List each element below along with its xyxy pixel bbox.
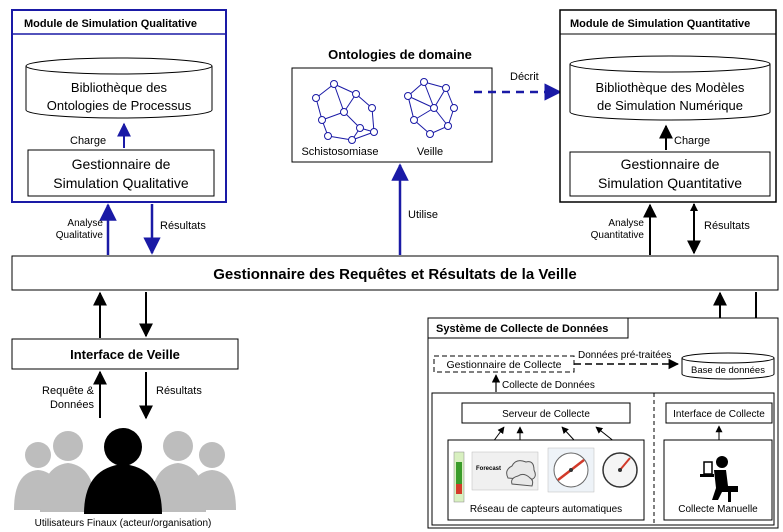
quant-manager-line1: Gestionnaire de — [621, 156, 720, 172]
utilise-label: Utilise — [408, 209, 438, 221]
collection-interface — [665, 402, 773, 424]
compass-gauge-icon — [547, 447, 595, 493]
module-quantitative: Module de Simulation Quantitative Biblio… — [559, 9, 777, 203]
forecast-label: Forecast — [476, 466, 501, 472]
data-collection-system: Système de Collecte de Données Gestionna… — [427, 317, 779, 529]
person-at-computer-icon — [700, 456, 738, 502]
thermometer-icon — [453, 451, 465, 503]
analysis-quant-line2: Quantitative — [591, 230, 645, 241]
interface-results-label: Résultats — [156, 385, 202, 397]
forecast-cloud-icon: Forecast — [471, 451, 539, 491]
analysis-qual-line1: Analyse — [67, 218, 103, 229]
module-qualitative-title: Module de Simulation Qualitative — [24, 18, 197, 30]
analysis-qual-line2: Qualitative — [56, 230, 104, 241]
domain-ontologies: Ontologies de domaine — [291, 47, 493, 163]
data-collection-label: Collecte de Données — [502, 380, 595, 391]
collection-server-label: Serveur de Collecte — [502, 409, 590, 420]
request-line1: Requête & — [42, 385, 95, 397]
quant-manager-line2: Simulation Quantitative — [598, 175, 742, 191]
collection-manager-label: Gestionnaire de Collecte — [447, 359, 562, 371]
collection-interface-label: Interface de Collecte — [673, 409, 765, 420]
database-label: Base de données — [691, 365, 765, 376]
network-icon — [312, 80, 378, 144]
ontology-veille: Veille — [417, 146, 443, 158]
preprocessed-data-label: Données pré-traitées — [578, 350, 671, 361]
collection-server — [461, 402, 631, 424]
library-qual-line1: Bibliothèque des — [71, 80, 168, 95]
collection-system-title: Système de Collecte de Données — [436, 323, 608, 335]
request-results-manager — [11, 255, 779, 291]
watch-interface-title: Interface de Veille — [70, 347, 180, 362]
end-users-icon — [14, 428, 236, 514]
manual-collection-label: Collecte Manuelle — [678, 504, 758, 515]
ontologies-title: Ontologies de domaine — [328, 47, 472, 62]
results-qual-label: Résultats — [160, 220, 206, 232]
library-qual-line2: Ontologies de Processus — [47, 98, 192, 113]
qual-manager-line2: Simulation Qualitative — [53, 175, 189, 191]
library-quant-line2: de Simulation Numérique — [597, 98, 743, 113]
request-line2: Données — [50, 399, 95, 411]
decrit-label: Décrit — [510, 71, 539, 83]
sensor-network-label: Réseau de capteurs automatiques — [470, 504, 622, 515]
results-quant-label: Résultats — [704, 220, 750, 232]
numerical-model-library: Bibliothèque des Modèles de Simulation N… — [569, 55, 771, 121]
library-quant-line1: Bibliothèque des Modèles — [596, 80, 745, 95]
analysis-quant-line1: Analyse — [608, 218, 644, 229]
request-manager-title: Gestionnaire des Requêtes et Résultats d… — [213, 266, 576, 283]
charge-qual-label: Charge — [70, 135, 106, 147]
module-quantitative-title: Module de Simulation Quantitative — [570, 18, 750, 30]
end-users-label: Utilisateurs Finaux (acteur/organisation… — [35, 518, 212, 529]
process-ontology-library: Bibliothèque des Ontologies de Processus — [25, 57, 213, 119]
qual-manager-line1: Gestionnaire de — [72, 156, 171, 172]
speed-gauge-icon — [602, 452, 638, 488]
network-icon — [404, 78, 458, 138]
ontology-schistosomiase: Schistosomiase — [301, 146, 378, 158]
module-qualitative: Module de Simulation Qualitative Bibliot… — [11, 9, 227, 203]
database-icon: Base de données — [681, 352, 775, 380]
qual-simulation-manager — [27, 149, 215, 197]
watch-interface — [11, 338, 239, 370]
charge-quant-label: Charge — [674, 135, 710, 147]
quant-simulation-manager — [569, 151, 771, 197]
